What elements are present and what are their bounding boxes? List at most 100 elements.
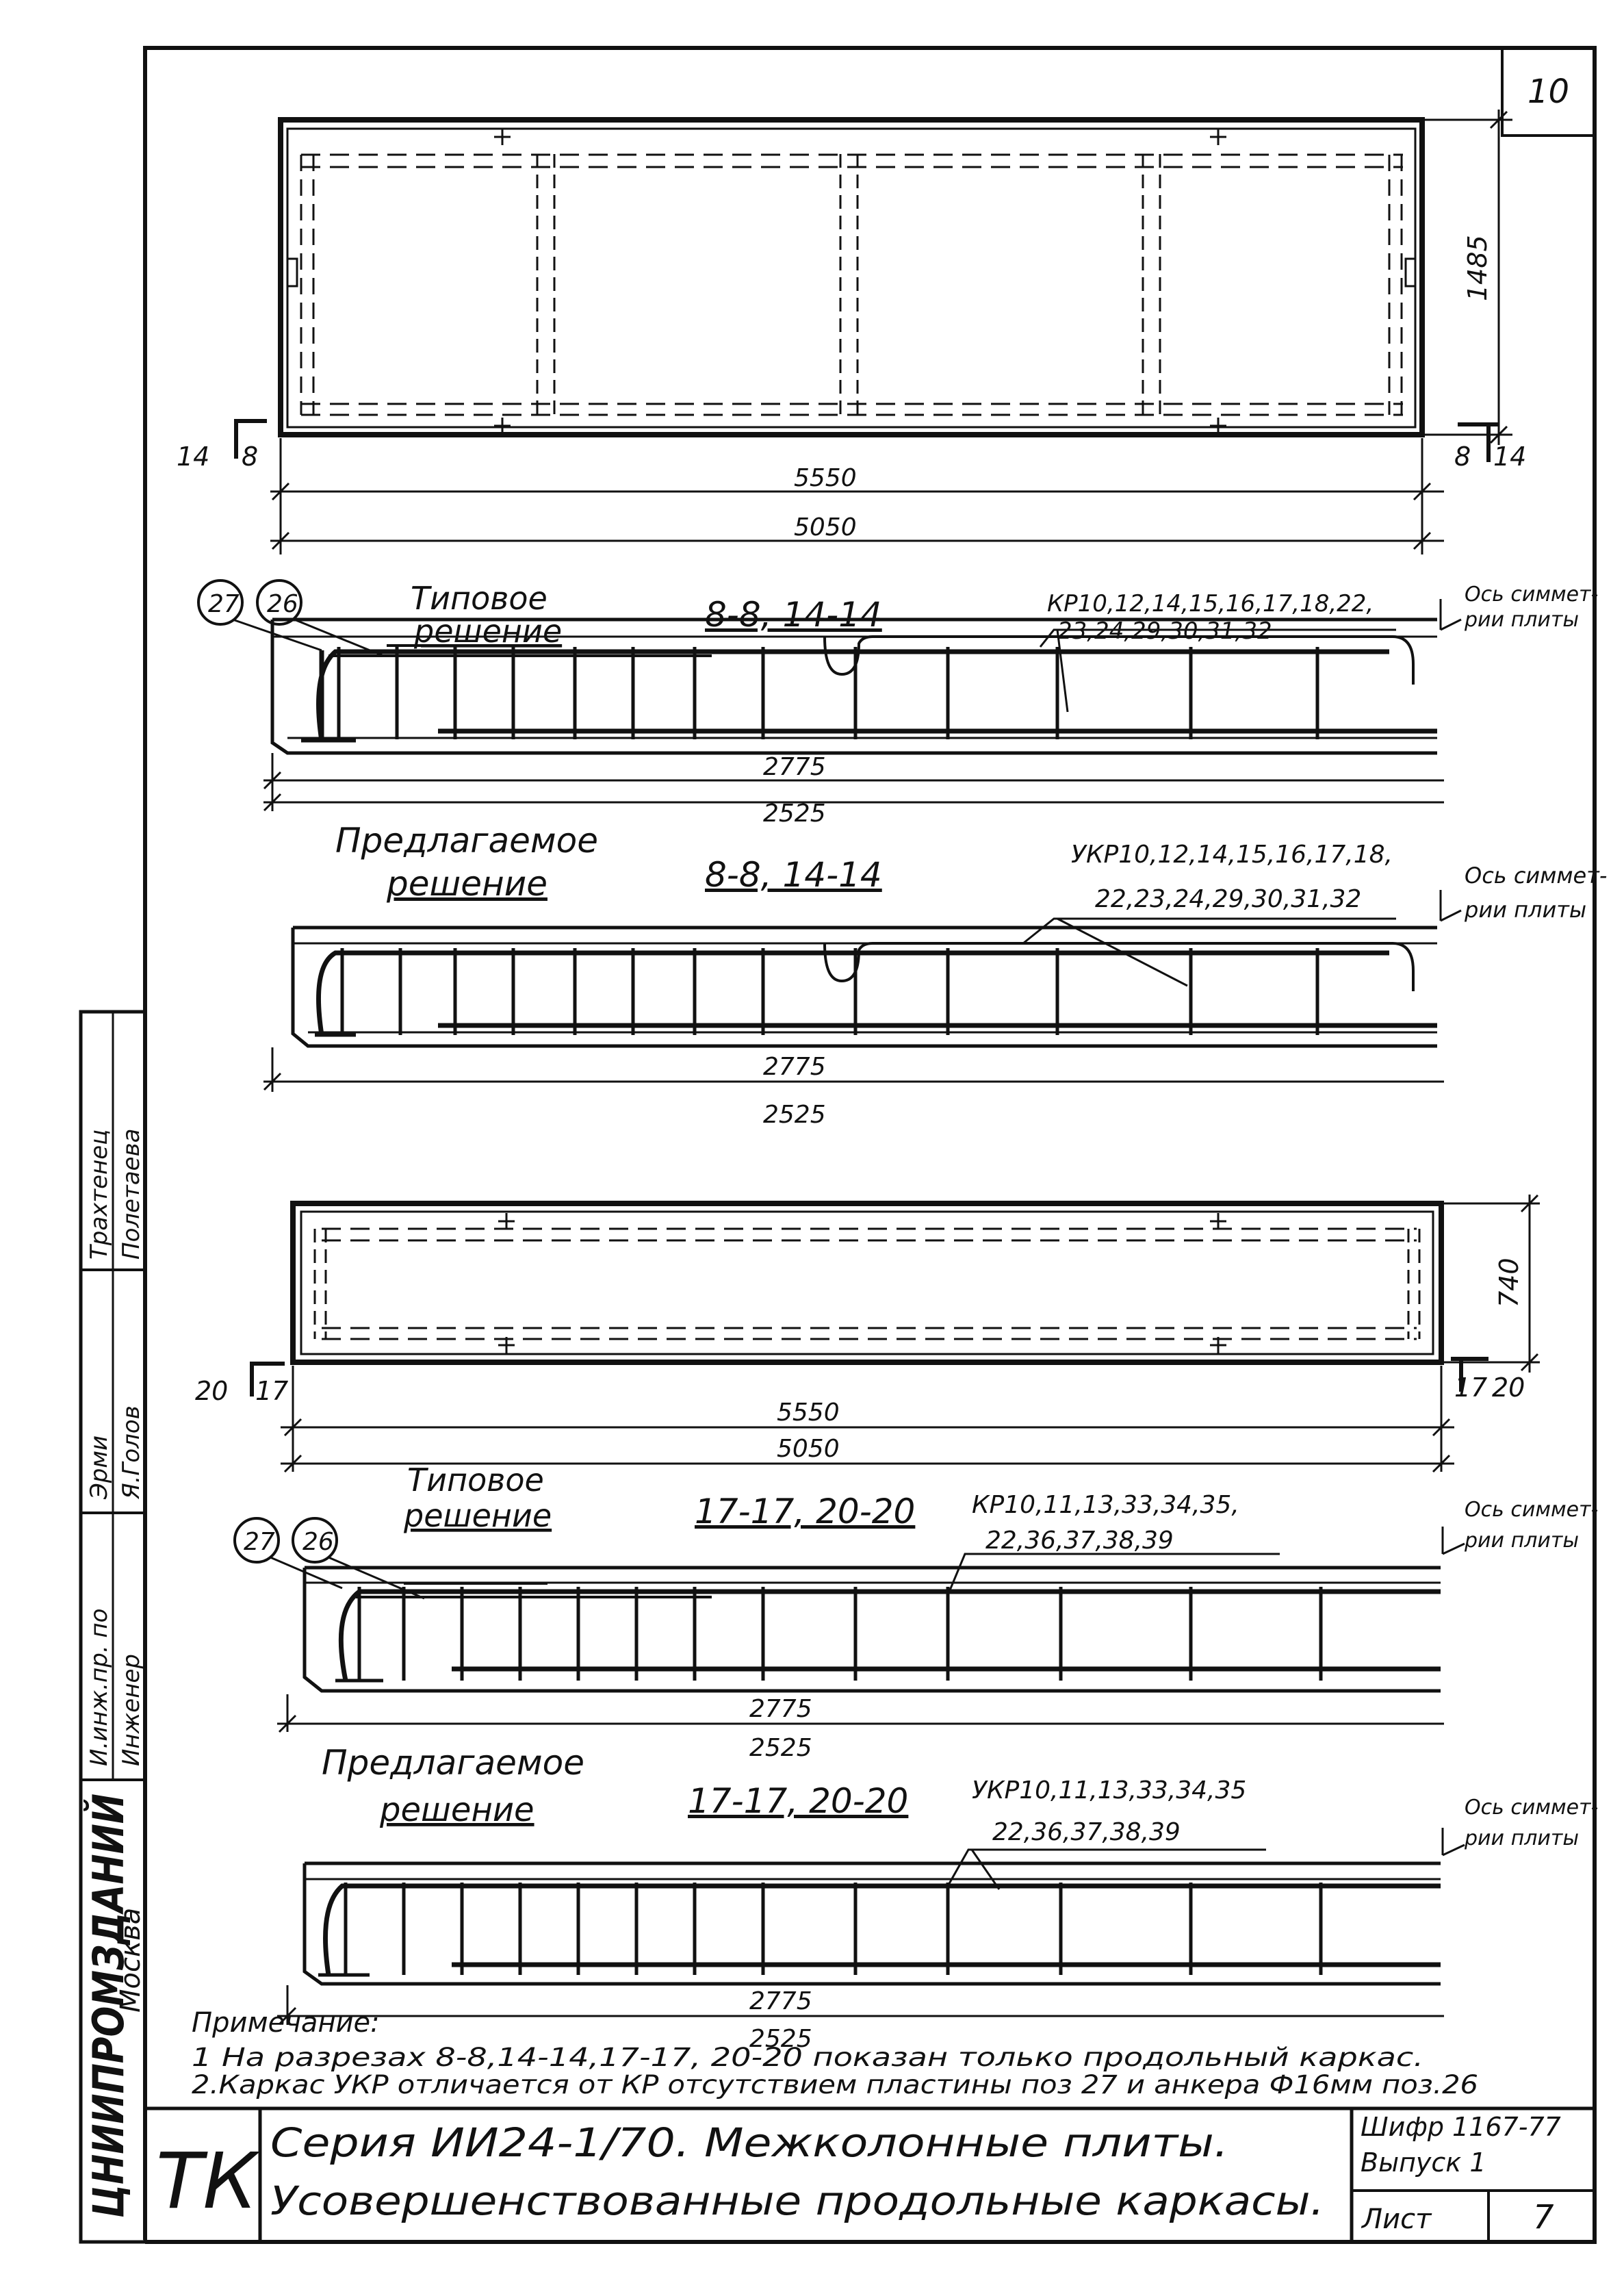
plan-lower-sec-left-a: 20 [195, 1376, 228, 1406]
section-3-dim-outer: 2775 [749, 1695, 812, 1723]
section-1-axis-line2: рии плиты [1464, 608, 1579, 632]
section-3-title-line1: Типовое [407, 1462, 544, 1498]
section-1-pos-b-marker [256, 579, 302, 626]
section-1-pos-a-marker [197, 579, 244, 626]
section-3-pos-b-marker [292, 1517, 338, 1564]
section-typical-2 [233, 1517, 1465, 1733]
section-2-title-line2: решение [386, 864, 547, 904]
stamp-title-line1: Серия ИИ24-1/70. Межколонные плиты. [270, 2119, 1228, 2166]
stamp-mark: ТК [156, 2137, 260, 2226]
side-stamp-sig-2-group: Я.Голов [118, 1405, 145, 1500]
plan-upper-dim-height: 1485 [1462, 235, 1493, 301]
section-4-concrete-outline [302, 1863, 1441, 1986]
section-3-dim-inner: 2525 [749, 1734, 812, 1762]
plan-upper-sec-left-b: 8 [242, 442, 258, 472]
section-3-frames-line1: КР10,11,13,33,34,35, [972, 1491, 1239, 1519]
section-2-dim-inner: 2525 [763, 1101, 826, 1129]
section-proposed-2 [277, 1828, 1465, 2026]
side-stamp-role-1-group: И.инж.пр. по [86, 1609, 113, 1766]
section-4-top-bar [323, 1883, 1441, 1976]
plan-upper-dim-inner: 5050 [794, 513, 857, 541]
section-2-cut: 8-8, 14-14 [705, 855, 882, 895]
side-stamp-city-group: Москва [115, 1908, 146, 2013]
plan-lower-sec-right-a: 17 [1454, 1373, 1487, 1403]
section-4-dim-outer: 2775 [749, 1987, 812, 2015]
section-proposed-1 [263, 890, 1462, 1092]
section-1-frames-line1: КР10,12,14,15,16,17,18,22, [1047, 590, 1374, 617]
section-2-rebar [315, 948, 1437, 1037]
section-4-title-line2: решение [379, 1791, 534, 1829]
plan-upper-sec-right-b: 14 [1493, 442, 1526, 472]
section-2-frames-line1: УКР10,12,14,15,16,17,18, [1071, 841, 1393, 869]
side-stamp-org-name: ЦНИИПРОМЗДАНИЙ [83, 1794, 133, 2218]
section-4-axis-line1: Ось симмет- [1465, 1796, 1598, 1820]
notes-title: Примечание: [192, 2007, 380, 2039]
sheet-frame [143, 46, 1597, 2244]
section-1-pos-b: 26 [267, 590, 298, 618]
section-1-title-line1: Типовое [411, 580, 547, 617]
section-3-rebar [335, 1587, 1441, 1683]
section-1-title-line2: решение [413, 613, 562, 650]
plan-lower-sec-right-b: 20 [1492, 1373, 1525, 1403]
stamp-title-line2: Усовершенствованные продольные каркасы. [270, 2178, 1324, 2224]
section-2-concrete-outline [291, 928, 1437, 1048]
section-3-pos-a-marker [233, 1517, 280, 1564]
section-1-rebar [301, 647, 1437, 743]
page-number: 10 [1528, 73, 1569, 111]
side-stamp-role-1: И.инж.пр. по [86, 1609, 113, 1766]
section-2-top-bar [316, 950, 1389, 1036]
section-2-title-line1: Предлагаемое [335, 821, 598, 860]
plan-lower-dim-height: 740 [1494, 1258, 1524, 1308]
section-3-axis-line1: Ось симмет- [1465, 1498, 1598, 1522]
section-4-dim-inner: 2525 [749, 2025, 812, 2053]
section-4-title-line1: Предлагаемое [322, 1743, 584, 1783]
section-4-frames-line1: УКР10,11,13,33,34,35 [972, 1776, 1246, 1804]
side-stamp-city: Москва [115, 1908, 146, 2013]
section-1-dim-outer: 2775 [763, 753, 826, 781]
side-stamp-sig-1-group: Эрми [86, 1436, 113, 1500]
section-1-cut: 8-8, 14-14 [705, 595, 882, 635]
plan-upper-sec-right-a: 8 [1454, 442, 1471, 472]
plan-lower [250, 1194, 1540, 1473]
section-3-title-line2: решение [403, 1497, 552, 1534]
plan-lower-sec-left-b: 17 [255, 1376, 288, 1406]
section-4-cut: 17-17, 20-20 [688, 1781, 908, 1821]
plan-lower-dim-outer: 5550 [777, 1399, 840, 1427]
section-1-dim-inner: 2525 [763, 800, 826, 828]
section-2-axis-line1: Ось симмет- [1465, 863, 1607, 889]
side-stamp-org: ЦНИИПРОМЗДАНИЙ [83, 1794, 133, 2218]
side-stamp-name-2-group: Полетаева [118, 1129, 145, 1260]
side-stamp-signature-2: Я.Голов [118, 1405, 145, 1500]
stamp-sheet-label: Лист [1361, 2204, 1432, 2235]
page-number-box [1501, 47, 1596, 137]
plan-upper [234, 110, 1512, 554]
plan-lower-outline [290, 1201, 1444, 1365]
stamp-code: Шифр 1167-77 [1361, 2112, 1561, 2142]
section-4-axis-line2: рии плиты [1464, 1826, 1579, 1850]
plan-upper-outline [278, 117, 1425, 437]
plan-upper-dim-outer: 5550 [794, 464, 857, 492]
section-4-frames-line2: 22,36,37,38,39 [992, 1818, 1181, 1846]
section-2-frames-line2: 22,23,24,29,30,31,32 [1095, 885, 1361, 913]
side-stamp [79, 1010, 147, 2244]
section-1-frames-line2: 23,24,29,30,31,32 [1057, 617, 1272, 645]
side-stamp-name-1: Трахтенец [86, 1130, 113, 1260]
note-1: 1 На разрезах 8-8,14-14,17-17, 20-20 пок… [192, 2043, 1423, 2072]
side-stamp-name-2: Полетаева [118, 1129, 145, 1260]
section-4-rebar [318, 1883, 1441, 1977]
section-2-dim-outer: 2775 [763, 1053, 826, 1081]
section-3-top-bar [338, 1589, 1441, 1681]
note-2: 2.Каркас УКР отличается от КР отсутствие… [192, 2070, 1478, 2100]
section-1-pos-a: 27 [208, 590, 240, 618]
side-stamp-signature-1: Эрми [86, 1436, 113, 1500]
section-3-cut: 17-17, 20-20 [695, 1492, 915, 1531]
section-3-concrete-outline [302, 1568, 1441, 1693]
section-typical-1 [197, 579, 1462, 812]
plan-lower-height-group: 740 [1494, 1258, 1524, 1308]
section-1-concrete-outline [270, 620, 1437, 755]
plan-upper-sec-left-a: 14 [177, 442, 209, 472]
section-3-axis-line2: рии плиты [1464, 1529, 1579, 1553]
stamp-sheet-number: 7 [1533, 2198, 1554, 2236]
